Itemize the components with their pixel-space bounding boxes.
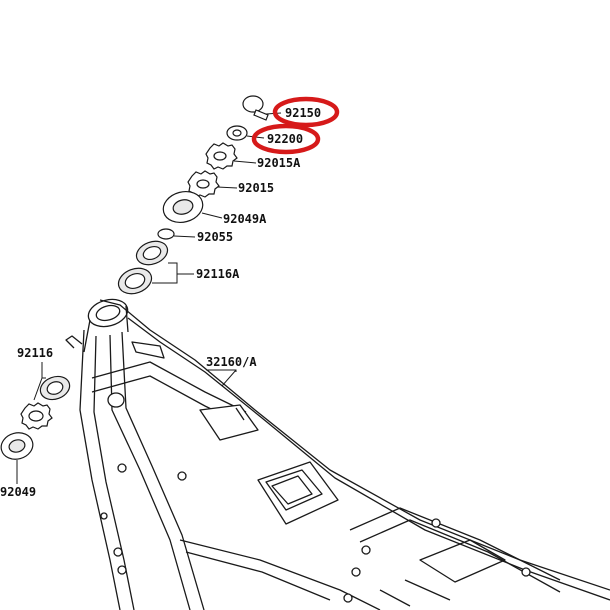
seal-92049A	[162, 191, 223, 223]
label-92049: 92049	[0, 485, 36, 499]
label-92200: 92200	[267, 132, 303, 146]
bearing-92116	[20, 362, 71, 430]
label-92049A: 92049A	[223, 212, 267, 226]
highlight-ellipse-92150	[272, 96, 340, 128]
highlight-ellipse-92200	[251, 123, 321, 155]
bearing-92116A	[117, 240, 194, 295]
label-92055: 92055	[197, 230, 233, 244]
label-92116A: 92116A	[196, 267, 240, 281]
label-92015: 92015	[238, 181, 274, 195]
label-32160A: 32160/A	[206, 355, 257, 369]
label-92150: 92150	[285, 106, 321, 120]
seal-92049	[0, 432, 34, 484]
nut-92015A	[205, 142, 257, 170]
label-92116: 92116	[17, 346, 53, 360]
label-92015A: 92015A	[257, 156, 301, 170]
oring-92055	[157, 228, 196, 240]
nut-92015	[187, 170, 238, 198]
frame-32160A	[65, 298, 610, 610]
